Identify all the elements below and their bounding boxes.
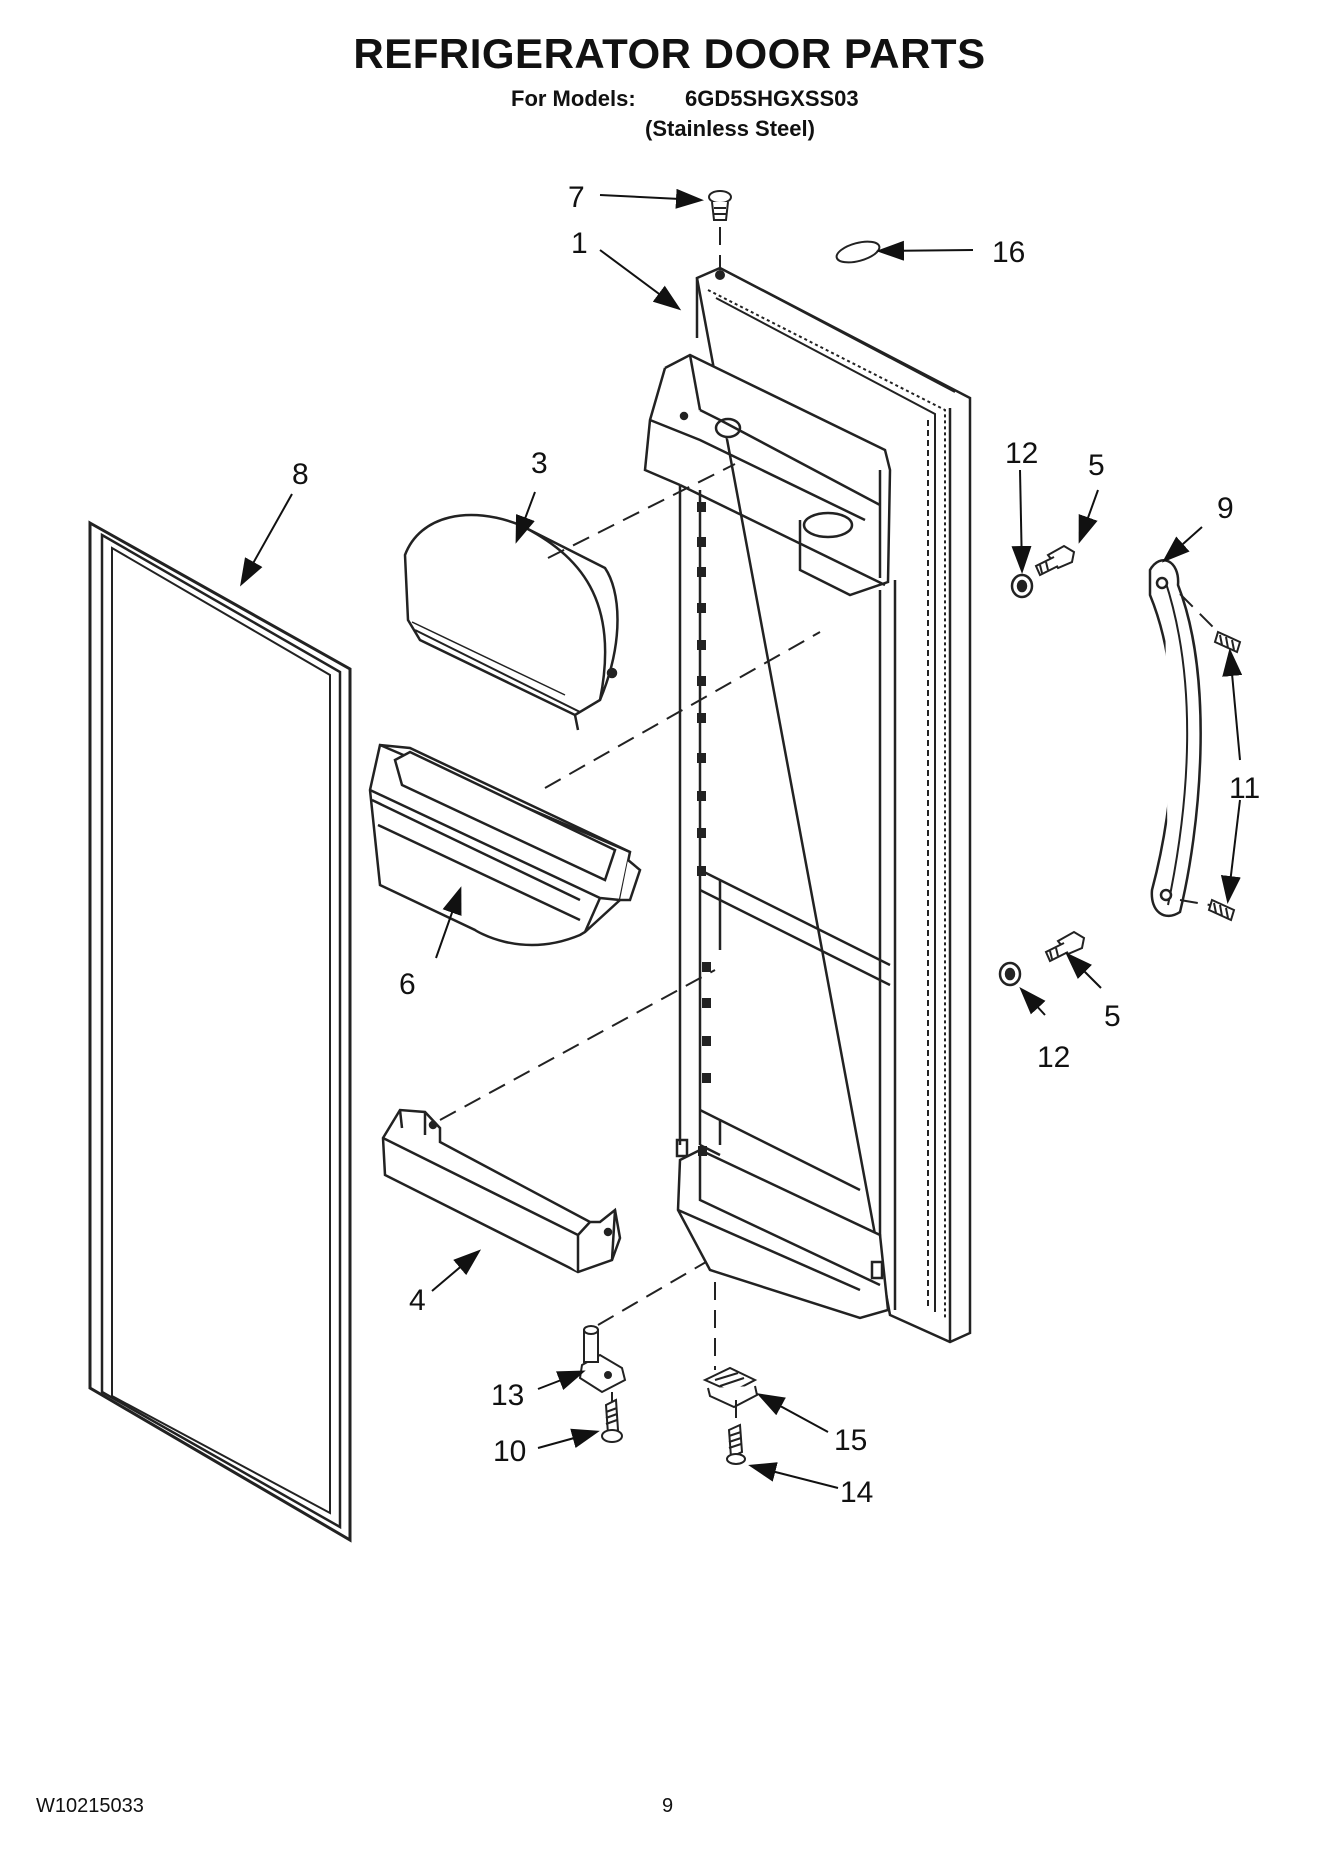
- callout-16: 16: [992, 236, 1025, 269]
- callout-15: 15: [834, 1424, 867, 1457]
- assembly-lines: [439, 227, 1219, 1425]
- door-liner: [643, 266, 972, 1344]
- door-bin: [368, 743, 642, 947]
- door-gasket: [88, 520, 352, 1543]
- bin-cover: [403, 513, 619, 731]
- callout-arrows: [240, 188, 1243, 1489]
- door-shelf: [381, 1108, 622, 1274]
- page-number: 9: [662, 1795, 674, 1817]
- plug: [835, 240, 881, 264]
- hinge-pin-screw: [601, 1398, 623, 1443]
- callout-5-upper: 5: [1088, 449, 1105, 482]
- hinge-plate-screw: [726, 1423, 746, 1465]
- hinge-bushing: [708, 190, 732, 280]
- callout-10: 10: [493, 1435, 526, 1468]
- door-handle: [1148, 559, 1202, 918]
- callout-14: 14: [840, 1476, 873, 1509]
- callout-4: 4: [409, 1284, 426, 1317]
- document-number: W10215033: [36, 1795, 144, 1817]
- handle-screws: [1034, 544, 1086, 963]
- hinge-plate: [702, 1366, 759, 1409]
- callout-9: 9: [1217, 492, 1234, 525]
- shelf-studs: [697, 502, 711, 1156]
- handle-spacers: [998, 573, 1034, 987]
- callout-6: 6: [399, 968, 416, 1001]
- callout-3: 3: [531, 447, 548, 480]
- callout-8: 8: [292, 458, 309, 491]
- callout-1: 1: [571, 227, 588, 260]
- callout-5-lower: 5: [1104, 1000, 1121, 1033]
- callout-13: 13: [491, 1379, 524, 1412]
- callout-11: 11: [1229, 772, 1260, 805]
- callout-12-upper: 12: [1005, 437, 1038, 470]
- page-title: REFRIGERATOR DOOR PARTS: [353, 30, 986, 77]
- finish-label: (Stainless Steel): [645, 116, 815, 141]
- callout-12-lower: 12: [1037, 1041, 1070, 1074]
- model-number: 6GD5SHGXSS03: [685, 86, 859, 111]
- models-label: For Models:: [511, 86, 636, 111]
- callout-7: 7: [568, 181, 585, 214]
- hinge-pin: [578, 1325, 627, 1394]
